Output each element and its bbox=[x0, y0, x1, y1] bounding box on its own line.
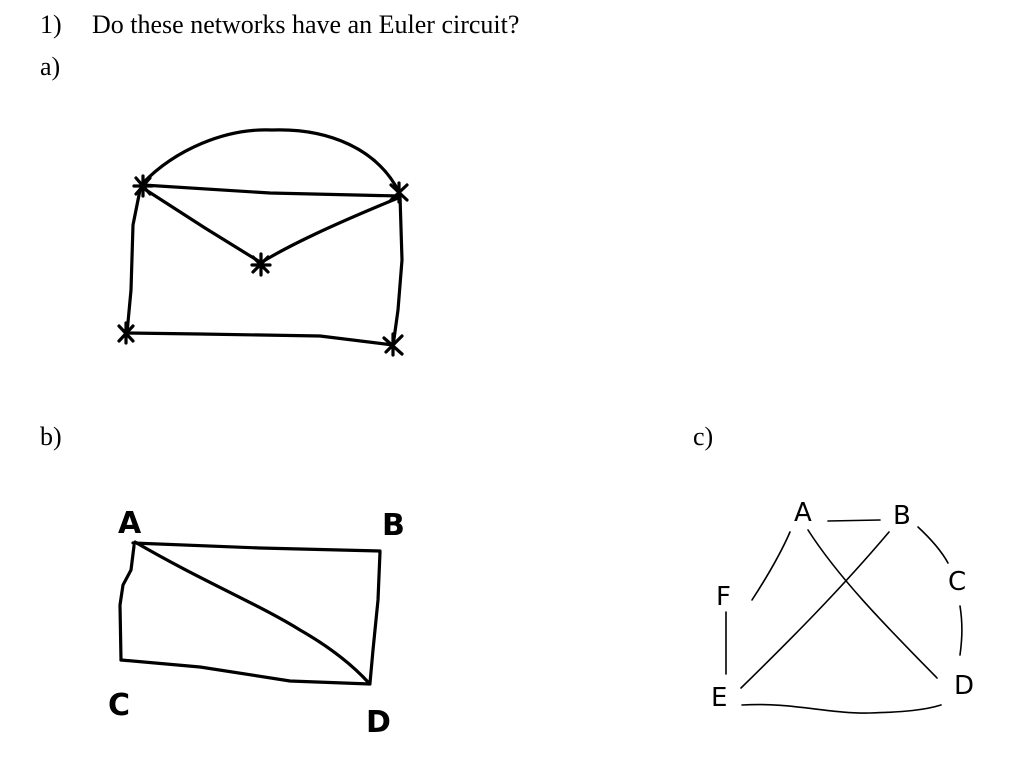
network-b-edge-ac bbox=[118, 544, 136, 662]
network-b-edge-cd bbox=[119, 658, 372, 686]
network-a-vertex-bottom-left bbox=[117, 321, 135, 345]
question-number: 1) bbox=[40, 10, 62, 39]
network-c-edge-ad bbox=[807, 529, 938, 679]
part-a-label: a) bbox=[40, 52, 61, 81]
network-b-vertex-d-label: D bbox=[366, 705, 391, 740]
network-a-vertex-top-right bbox=[389, 181, 409, 204]
network-a-edge-arc-top bbox=[141, 128, 401, 194]
network-b-edge-ab bbox=[131, 541, 382, 553]
network-c-edge-ed bbox=[741, 703, 942, 714]
network-b-edge-ad bbox=[133, 540, 370, 684]
network-a-edge-middle-to-right bbox=[260, 196, 400, 264]
network-c-vertex-e-label: E bbox=[711, 683, 727, 713]
network-c-edge-af bbox=[751, 531, 791, 601]
network-c-vertex-d-label: D bbox=[954, 671, 974, 701]
network-a-edge-left-to-middle bbox=[144, 188, 262, 264]
network-c-edge-ab bbox=[827, 519, 881, 522]
network-c-vertex-f-label: F bbox=[716, 582, 731, 612]
network-b-vertex-c-label: C bbox=[108, 688, 130, 723]
network-c-vertex-a-label: A bbox=[794, 498, 812, 528]
network-c-vertex-b-label: B bbox=[893, 501, 911, 531]
network-b: A B C D bbox=[108, 506, 405, 740]
network-a-edge-bottom bbox=[124, 331, 395, 347]
network-b-edge-bd bbox=[368, 550, 382, 685]
network-c-edge-cd bbox=[959, 605, 963, 656]
network-a-vertex-bottom-right bbox=[382, 332, 404, 357]
network-c-vertex-c-label: C bbox=[948, 567, 966, 597]
network-a-vertex-middle bbox=[250, 252, 272, 277]
network-a-edge-left-side bbox=[125, 188, 142, 335]
part-c-label: c) bbox=[693, 422, 714, 451]
network-b-vertex-b-label: B bbox=[382, 508, 405, 543]
network-a-edge-right-side bbox=[391, 194, 404, 348]
network-c-edge-be bbox=[740, 531, 890, 689]
network-a-vertex-top-left bbox=[132, 174, 154, 198]
network-c: A B C D E F bbox=[711, 498, 974, 714]
network-a-edge-top-straight bbox=[141, 183, 401, 198]
network-b-vertex-a-label: A bbox=[118, 506, 142, 541]
question-text: Do these networks have an Euler circuit? bbox=[92, 10, 520, 39]
part-b-label: b) bbox=[40, 422, 62, 451]
network-a bbox=[117, 128, 409, 357]
network-c-edge-bc bbox=[917, 526, 949, 564]
